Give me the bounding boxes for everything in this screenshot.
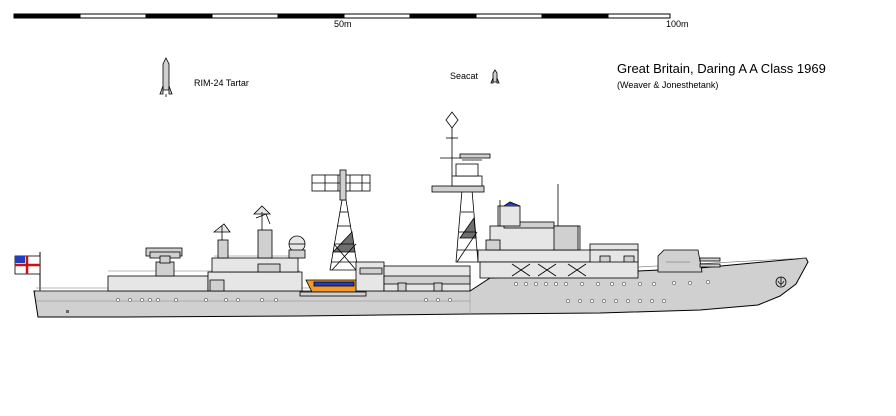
seacat-missile-icon [490, 69, 500, 84]
scale-50m-label: 50m [334, 19, 352, 29]
lattice-main-mast [311, 169, 371, 271]
forward-gun-turret [657, 249, 721, 273]
tartar-label: RIM-24 Tartar [194, 78, 249, 88]
aft-director [212, 205, 306, 259]
midships-structure [355, 261, 471, 292]
seacat-label: Seacat [450, 71, 479, 81]
aft-superstructure [107, 257, 303, 292]
drawing-credit: (Weaver & Jonesthetank) [617, 80, 719, 90]
scale-100m-label: 100m [666, 19, 689, 29]
ships-boat [299, 279, 367, 297]
bridge-superstructure [477, 184, 639, 279]
white-ensign-flag [14, 252, 41, 292]
forward-lattice-mast [431, 111, 491, 263]
scale-bar [13, 13, 671, 19]
drawing-title: Great Britain, Daring A A Class 1969 [617, 61, 826, 76]
hull-portholes [116, 280, 710, 303]
tartar-missile-icon [159, 57, 173, 97]
seacat-launcher-aft [145, 247, 183, 277]
